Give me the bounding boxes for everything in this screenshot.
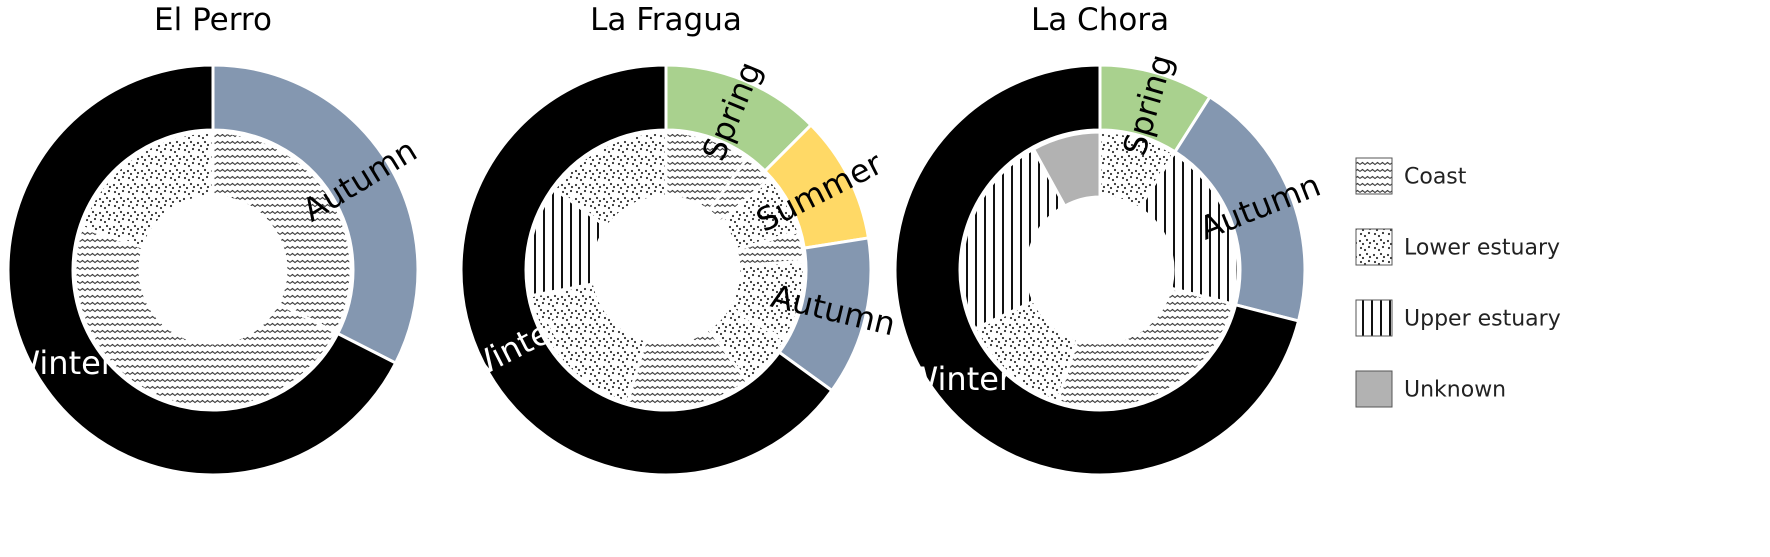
inner-slice-coast bbox=[1055, 286, 1236, 410]
outer-slice-winter bbox=[6, 63, 398, 477]
unknown-swatch-icon bbox=[1355, 370, 1393, 408]
inner-slice-coast bbox=[211, 130, 353, 335]
legend-label: Unknown bbox=[1404, 378, 1506, 403]
inner-slice-upper-estuary bbox=[1137, 151, 1240, 307]
chart-title: La Fragua bbox=[590, 2, 742, 38]
slice-label: Winter bbox=[907, 360, 1013, 398]
outer-slice-winter bbox=[459, 63, 834, 477]
inner-slice-lower-estuary bbox=[552, 130, 668, 230]
chart-title: El Perro bbox=[154, 2, 272, 38]
slice-label: Winter bbox=[8, 344, 114, 382]
inner-slice-coast bbox=[73, 225, 338, 410]
legend-label: Coast bbox=[1404, 165, 1467, 190]
inner-slice-unknown bbox=[1031, 130, 1102, 209]
inner-slice-lower-estuary bbox=[79, 130, 215, 250]
outer-slice-autumn bbox=[211, 63, 420, 366]
chart-title: La Chora bbox=[1031, 2, 1169, 38]
outer-slice-winter bbox=[893, 63, 1301, 477]
vertical-stripe-pattern-icon bbox=[1355, 299, 1393, 337]
dot-pattern-icon bbox=[1355, 228, 1393, 266]
inner-slice-upper-estuary bbox=[960, 147, 1067, 331]
legend-label: Upper estuary bbox=[1404, 307, 1561, 332]
legend-label: Lower estuary bbox=[1404, 236, 1560, 261]
wave-pattern-icon bbox=[1355, 157, 1393, 195]
